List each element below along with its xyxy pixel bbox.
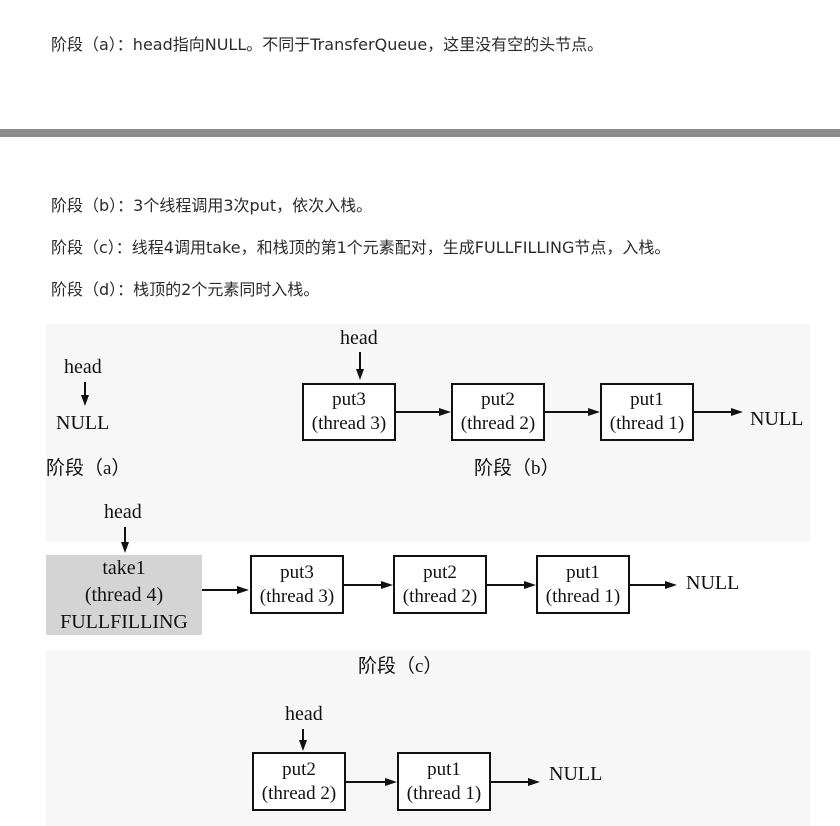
node-line1: put2 <box>481 389 515 410</box>
stage-d-head-label: head <box>285 703 323 725</box>
node-line2: (thread 3) <box>259 585 335 607</box>
stage-a-head-label: head <box>64 356 102 378</box>
stage-b-head-arrowhead <box>356 369 364 380</box>
stage-c-node-put1: put1 (thread 1) <box>536 555 630 614</box>
stage-c-null-label: NULL <box>686 572 740 594</box>
stage-c-null-link-head <box>665 581 677 589</box>
stage-d-node-put1: put1 (thread 1) <box>397 752 491 811</box>
node-line1: put1 <box>566 561 600 583</box>
node-line2: (thread 1) <box>609 413 685 434</box>
stage-a-head-arrowhead <box>81 395 89 406</box>
stage-c-link-0 <box>202 589 238 591</box>
stage-b-head-arrow <box>359 352 361 369</box>
stage-c-null-link <box>630 584 666 586</box>
node-line2: (thread 2) <box>460 413 536 434</box>
stage-c-link-2-head <box>524 581 536 589</box>
node-line1: put3 <box>280 561 314 583</box>
node-line1: put2 <box>423 561 457 583</box>
node-line1: put1 <box>630 389 664 410</box>
stage-d-head-arrow <box>302 729 304 741</box>
stage-b-null-link-head <box>731 408 743 416</box>
section-divider <box>0 129 840 137</box>
node-line2: (thread 1) <box>406 782 482 804</box>
node-line2: (thread 4) <box>84 583 164 606</box>
stage-d-node-put2: put2 (thread 2) <box>252 752 346 811</box>
stage-d-head-arrowhead <box>299 740 307 751</box>
node-line3: FULLFILLING <box>60 610 188 633</box>
node-line1: put1 <box>427 758 461 780</box>
stage-c-node-put3: put3 (thread 3) <box>250 555 344 614</box>
stage-c-link-1-head <box>381 581 393 589</box>
stage-c-head-arrowhead <box>121 542 129 553</box>
node-line2: (thread 2) <box>402 585 478 607</box>
stage-a-head-arrow <box>84 382 86 396</box>
stage-c-link-1 <box>344 584 382 586</box>
stage-b-link-2 <box>545 411 589 413</box>
stage-b-null-link <box>694 411 732 413</box>
stage-a-null-label: NULL <box>56 412 110 434</box>
node-line1: put2 <box>282 758 316 780</box>
stage-b-caption: 阶段（b） <box>474 458 560 479</box>
paragraph-stage-b: 阶段（b）：3个线程调用3次put，依次入栈。 <box>51 196 373 215</box>
stack-diagram-figure: head NULL 阶段（a） head put3 (thread 3) put… <box>46 324 810 826</box>
stage-b-link-1-head <box>439 408 451 416</box>
stage-c-node-put2: put2 (thread 2) <box>393 555 487 614</box>
stage-d-null-link-head <box>528 778 540 786</box>
node-line2: (thread 1) <box>545 585 621 607</box>
node-line1: take1 <box>102 556 146 579</box>
stage-b-node-put1: put1 (thread 1) <box>600 383 694 441</box>
stage-b-link-2-head <box>588 408 600 416</box>
stage-a-caption: 阶段（a） <box>46 458 131 479</box>
paragraph-stage-a: 阶段（a）：head指向NULL。不同于TransferQueue，这里没有空的… <box>51 35 604 54</box>
stage-c-link-0-head <box>237 586 249 594</box>
node-line1: put3 <box>332 389 366 410</box>
stage-c-caption: 阶段（c） <box>358 656 443 677</box>
stage-b-node-put3: put3 (thread 3) <box>302 383 396 441</box>
stage-c-head-arrow <box>124 527 126 542</box>
stage-c-link-2 <box>487 584 525 586</box>
stage-b-node-put2: put2 (thread 2) <box>451 383 545 441</box>
stage-b-null-label: NULL <box>750 408 804 430</box>
stage-b-link-1 <box>396 411 440 413</box>
stage-b-head-label: head <box>340 327 378 349</box>
paragraph-stage-d: 阶段（d）：栈顶的2个元素同时入栈。 <box>51 280 320 299</box>
stage-c-node-fulfilling: take1 (thread 4) FULLFILLING <box>46 555 202 635</box>
stage-c-head-label: head <box>104 501 142 523</box>
node-line2: (thread 2) <box>261 782 337 804</box>
node-line2: (thread 3) <box>311 413 387 434</box>
paragraph-stage-c: 阶段（c）：线程4调用take，和栈顶的第1个元素配对，生成FULLFILLIN… <box>51 238 671 257</box>
stage-d-link-1-head <box>385 778 397 786</box>
stage-d-null-label: NULL <box>549 763 603 785</box>
stage-d-link-1 <box>346 781 386 783</box>
stage-d-null-link <box>491 781 529 783</box>
